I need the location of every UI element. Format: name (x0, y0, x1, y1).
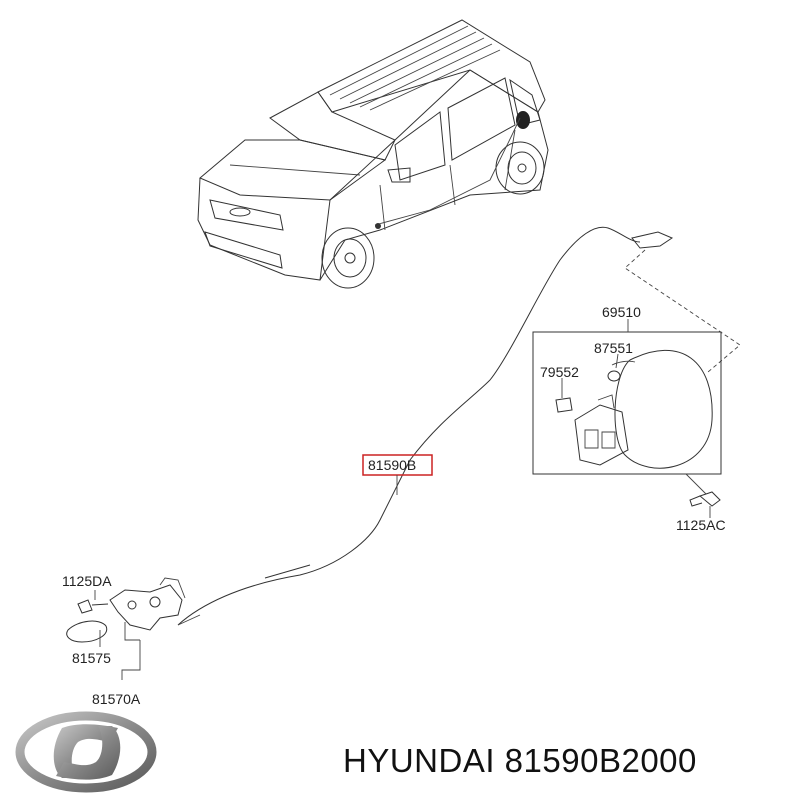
label-87551: 87551 (594, 340, 633, 356)
fuel-door-assembly (532, 331, 722, 475)
highlight-box (362, 454, 433, 476)
label-81590b: 81590B (368, 457, 416, 473)
bolt-1125ac (689, 491, 721, 507)
label-1125da: 1125DA (62, 573, 112, 589)
release-lever-assembly (66, 577, 186, 643)
release-cable (177, 226, 641, 626)
label-1125ac: 1125AC (676, 517, 726, 533)
label-81570a: 81570A (92, 691, 141, 707)
brand-caption: HYUNDAI 81590B2000 (343, 742, 697, 779)
label-79552: 79552 (540, 364, 579, 380)
label-69510: 69510 (602, 304, 641, 320)
label-81575: 81575 (72, 650, 111, 666)
hyundai-logo (15, 711, 157, 793)
car-illustration (197, 19, 549, 289)
